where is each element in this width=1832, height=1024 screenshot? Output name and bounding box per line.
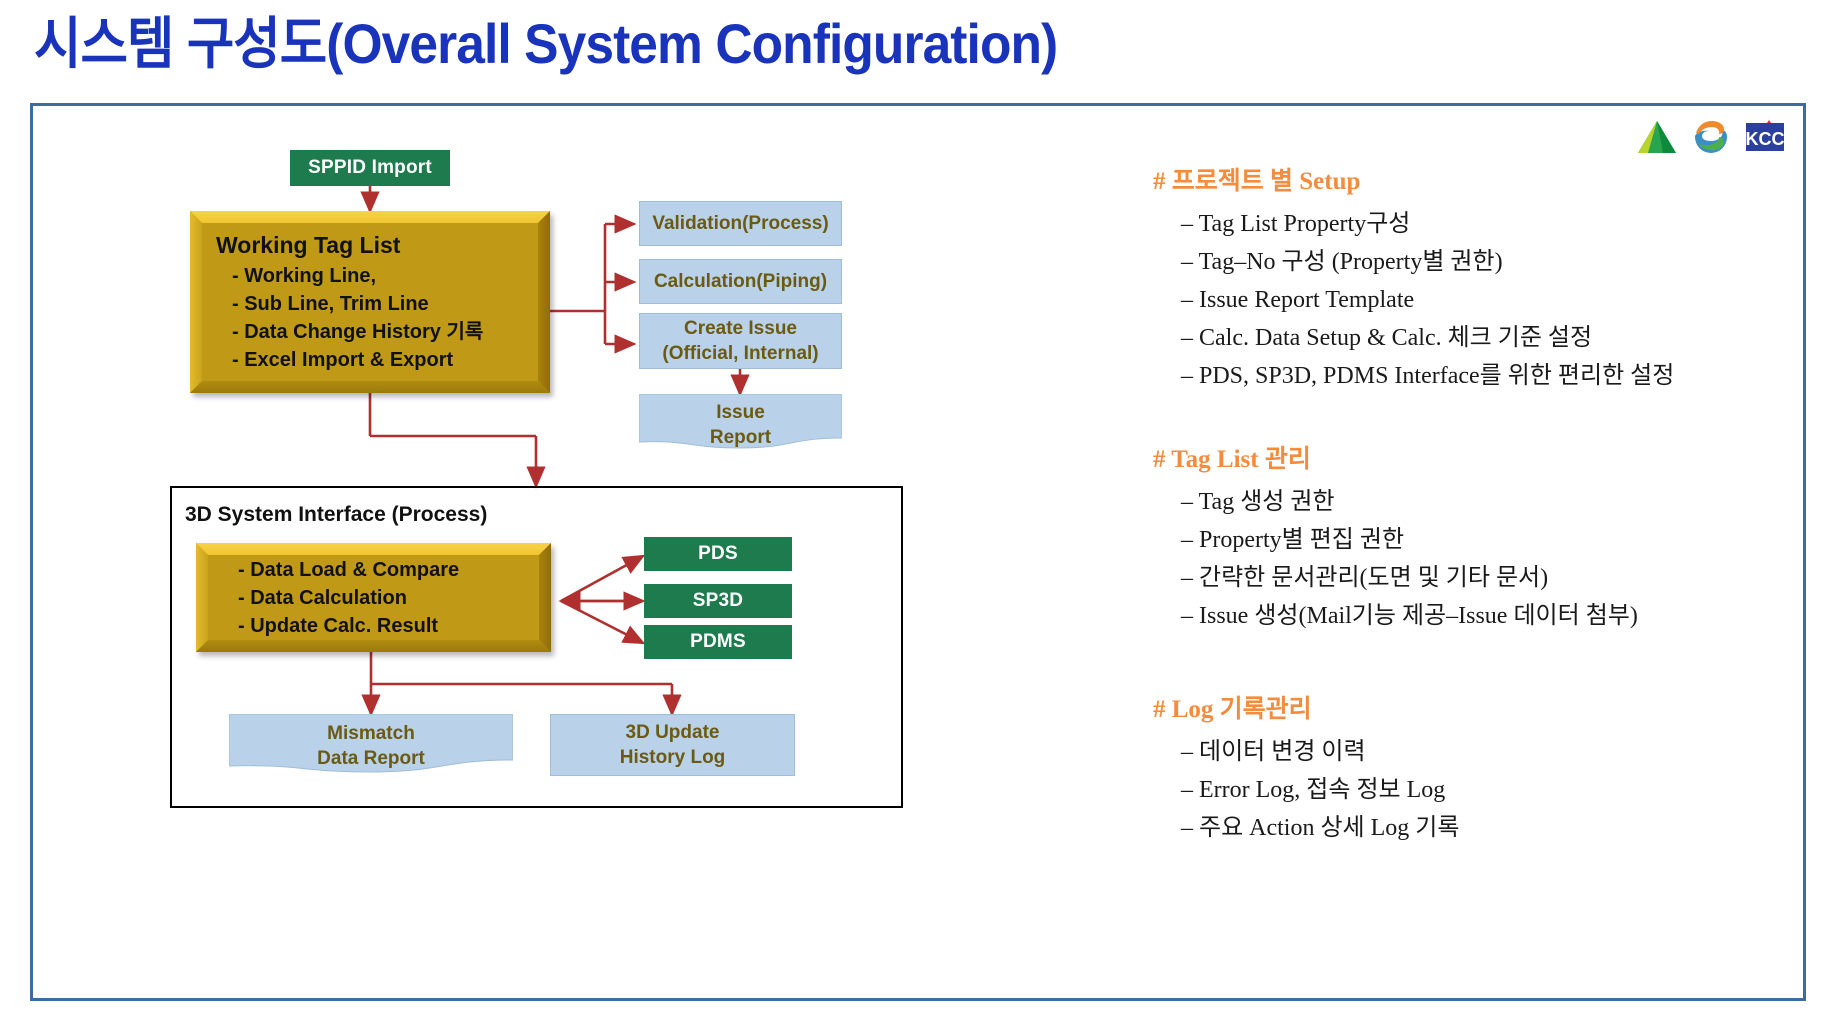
calculation-label: Calculation(Piping) bbox=[653, 271, 828, 292]
svg-text:KCC: KCC bbox=[1746, 129, 1785, 149]
calculation-piping-box[interactable]: Calculation(Piping) bbox=[639, 259, 842, 304]
working-tag-list-text: Working Tag List - Working Line, - Sub L… bbox=[202, 223, 538, 381]
bevel-top bbox=[196, 543, 551, 555]
bevel-left bbox=[190, 211, 202, 393]
green-triangle-logo bbox=[1638, 121, 1676, 153]
section-item: – Tag–No 구성 (Property별 권한) bbox=[1181, 249, 1503, 275]
sppid-import-box[interactable]: SPPID Import bbox=[290, 150, 450, 186]
3d-interface-actions-box[interactable]: - Data Load & Compare - Data Calculation… bbox=[196, 543, 551, 652]
sp3d-box[interactable]: SP3D bbox=[644, 584, 792, 618]
issue-report-wave bbox=[639, 394, 842, 449]
system-diagram: SPPID Import Working Tag List - Working … bbox=[33, 106, 1133, 996]
bevel-right bbox=[539, 543, 551, 652]
pds-box[interactable]: PDS bbox=[644, 537, 792, 571]
section-item: – Issue Report Template bbox=[1181, 287, 1415, 313]
working-tag-list-item: - Working Line, bbox=[232, 265, 377, 287]
sp3d-label: SP3D bbox=[692, 590, 744, 611]
mismatch-wave bbox=[229, 714, 513, 773]
3d-interface-text: - Data Load & Compare - Data Calculation… bbox=[208, 555, 539, 640]
section-tag-list-management: # Tag List 관리 – Tag 생성 권한 – Property별 편집… bbox=[1153, 439, 1793, 635]
working-tag-list-item: - Data Change History 기록 bbox=[232, 321, 484, 343]
working-tag-list-box[interactable]: Working Tag List - Working Line, - Sub L… bbox=[190, 211, 550, 393]
create-issue-line1: Create Issue bbox=[683, 318, 797, 339]
page-title: 시스템 구성도(Overall System Configuration) bbox=[34, 12, 1058, 75]
section-item: – 간략한 문서관리(도면 및 기타 문서) bbox=[1181, 565, 1549, 591]
3d-interface-item: - Update Calc. Result bbox=[238, 614, 439, 637]
bevel-bottom bbox=[190, 381, 550, 393]
validation-label: Validation(Process) bbox=[652, 213, 829, 234]
issue-report-shape[interactable]: Issue Report bbox=[639, 394, 842, 450]
section-item: – Tag 생성 권한 bbox=[1181, 489, 1335, 515]
3d-interface-item: - Data Load & Compare bbox=[238, 558, 460, 581]
working-tag-list-item: - Excel Import & Export bbox=[232, 349, 454, 371]
section-item: – Tag List Property구성 bbox=[1181, 211, 1411, 237]
section-log-management: # Log 기록관리 – 데이터 변경 이력 – Error Log, 접속 정… bbox=[1153, 689, 1793, 847]
section-item: – 주요 Action 상세 Log 기록 bbox=[1181, 815, 1460, 841]
section-head: # Tag List 관리 bbox=[1153, 446, 1311, 473]
3d-system-interface-title: 3D System Interface (Process) bbox=[185, 503, 488, 526]
update-log-line2: History Log bbox=[619, 747, 726, 768]
create-issue-line2: (Official, Internal) bbox=[662, 343, 819, 364]
3d-system-interface-frame bbox=[170, 486, 903, 808]
update-log-line1: 3D Update bbox=[625, 722, 720, 743]
create-issue-box[interactable]: Create Issue (Official, Internal) bbox=[639, 313, 842, 369]
working-tag-list-item: - Sub Line, Trim Line bbox=[232, 293, 429, 315]
swirl-circle-logo bbox=[1695, 121, 1727, 153]
pdms-box[interactable]: PDMS bbox=[644, 625, 792, 659]
section-item: – Property별 편집 권한 bbox=[1181, 527, 1405, 553]
bevel-bottom bbox=[196, 640, 551, 652]
slide-frame: KCC bbox=[30, 103, 1806, 1001]
section-item: – Calc. Data Setup & Calc. 체크 기준 설정 bbox=[1181, 325, 1593, 351]
3d-update-history-log-box[interactable]: 3D Update History Log bbox=[550, 714, 795, 776]
gold-face bbox=[208, 555, 539, 640]
logo-bar: KCC bbox=[1637, 120, 1785, 154]
bevel-right bbox=[538, 211, 550, 393]
section-item: – Error Log, 접속 정보 Log bbox=[1181, 777, 1446, 803]
section-project-setup: # 프로젝트 별 Setup – Tag List Property구성 – T… bbox=[1153, 161, 1793, 395]
validation-process-box[interactable]: Validation(Process) bbox=[639, 201, 842, 246]
section-item: – Issue 생성(Mail기능 제공–Issue 데이터 첨부) bbox=[1181, 603, 1638, 629]
bevel-left bbox=[196, 543, 208, 652]
feature-list-panel: # 프로젝트 별 Setup – Tag List Property구성 – T… bbox=[1153, 161, 1793, 881]
gold-face bbox=[202, 223, 538, 381]
section-item: – 데이터 변경 이력 bbox=[1181, 739, 1366, 765]
section-head: # Log 기록관리 bbox=[1153, 696, 1312, 723]
kcc-logo: KCC bbox=[1746, 120, 1785, 151]
mismatch-data-report-shape[interactable]: Mismatch Data Report bbox=[229, 714, 513, 776]
sppid-import-label: SPPID Import bbox=[308, 157, 432, 178]
pdms-label: PDMS bbox=[690, 631, 746, 652]
3d-interface-item: - Data Calculation bbox=[238, 586, 407, 609]
pds-label: PDS bbox=[698, 543, 738, 564]
section-head: # 프로젝트 별 Setup bbox=[1153, 168, 1361, 195]
bevel-top bbox=[190, 211, 550, 223]
section-item: – PDS, SP3D, PDMS Interface를 위한 편리한 설정 bbox=[1181, 363, 1675, 389]
working-tag-list-title: Working Tag List bbox=[216, 232, 401, 258]
